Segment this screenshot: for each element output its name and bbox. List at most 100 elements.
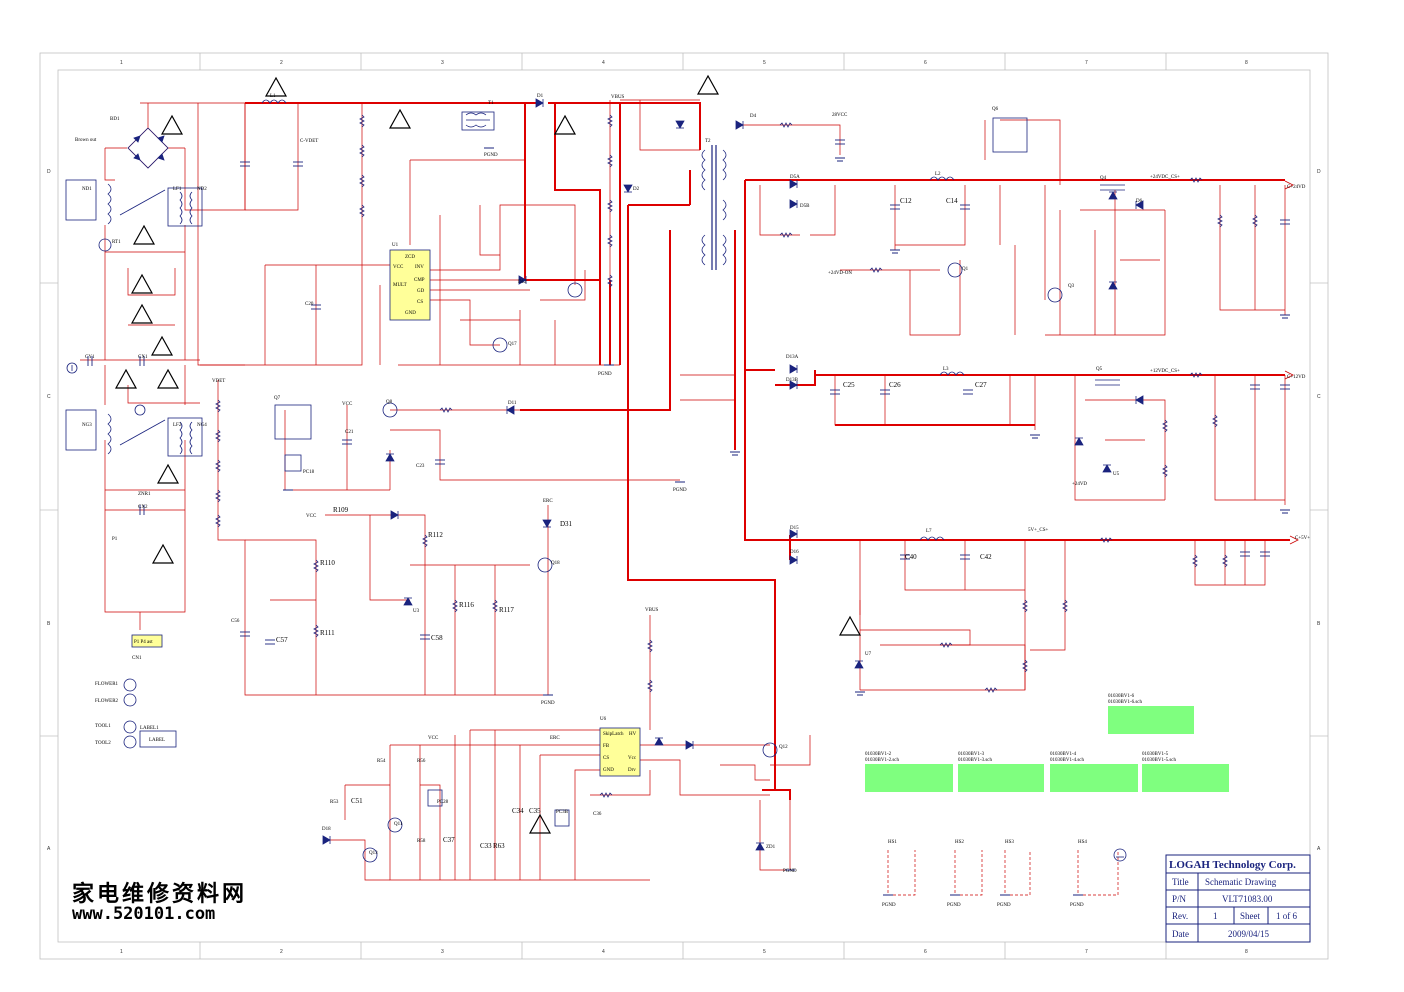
label-f1: P1 (112, 537, 118, 542)
warning-icon (130, 273, 154, 294)
label-erc-bottom: ERC (550, 736, 560, 741)
sub-sheet-3[interactable] (958, 764, 1044, 792)
label-u1-vcc: VCC (393, 265, 404, 270)
title-block-date-label: Date (1172, 929, 1189, 939)
warning-icon (114, 368, 138, 389)
warning-icon (553, 114, 577, 135)
title-block-company: LOGAH Technology Corp. (1169, 859, 1296, 871)
label-u6-hv: HV (629, 732, 637, 737)
label-pc3b: PC3B (556, 810, 569, 815)
sub-sheet-6-file: 01030BV1-6.sch (1108, 700, 1143, 705)
grid-row-d-right: D (1317, 169, 1321, 175)
label-zd1: ZD1 (766, 845, 776, 850)
label-c51: C51 (351, 797, 363, 805)
label-label1: LABEL1 (140, 726, 159, 731)
sub-sheet-5-file: 01030BV1-5.sch (1142, 758, 1177, 763)
sub-sheet-2[interactable] (865, 764, 953, 792)
label-znr: ZNR1 (138, 492, 151, 497)
label-c12vd: C+12VD (1287, 375, 1306, 380)
label-ntc: RT1 (112, 240, 121, 245)
label-cy1: CY1 (85, 355, 95, 360)
watermark-url: www.520101.com (72, 904, 216, 924)
label-c56: C56 (231, 619, 240, 624)
label-u3: U3 (413, 609, 420, 614)
grid-col-6-top: 6 (924, 60, 927, 66)
label-d16: D16 (790, 550, 799, 555)
warning-icon (150, 335, 174, 356)
sub-sheet-5[interactable] (1142, 764, 1229, 792)
label-hs2: HS2 (955, 840, 964, 845)
label-l3: L3 (943, 367, 949, 372)
label-q1: Q1 (962, 267, 969, 272)
grid-row-b-left: B (47, 621, 51, 627)
grid-col-2-bottom: 2 (280, 949, 283, 955)
label-vdet-left: VDET (212, 379, 225, 384)
label-r116: R116 (459, 601, 474, 609)
label-c40: C40 (905, 553, 917, 561)
label-pgnd-bottom: PGND (783, 869, 797, 874)
ic-u6 (599, 727, 641, 777)
label-d5a: D5A (790, 175, 800, 180)
label-ng4: NG4 (197, 423, 207, 428)
warning-icon (388, 108, 412, 129)
label-l7: L7 (926, 529, 932, 534)
grid-row-a-right: A (1317, 846, 1321, 852)
sub-sheet-4-name: 01030BV1-4 (1050, 752, 1077, 757)
transistor-set (362, 184, 1125, 863)
choke-ng3 (65, 409, 166, 455)
title-block-sheet-label: Sheet (1240, 911, 1260, 921)
label-u1-cmp: CMP (414, 278, 425, 283)
label-d4: D4 (750, 114, 757, 119)
grid-col-3-bottom: 3 (441, 949, 444, 955)
inductor-set (261, 99, 965, 541)
grid-column-labels: 1 2 3 4 5 6 7 8 1 2 3 4 5 6 7 8 (120, 60, 1248, 955)
sub-sheet-blocks: 01030BV1-6 01030BV1-6.sch 01030BV1-2 010… (865, 694, 1229, 792)
label-vcc-bottom: VCC (428, 736, 439, 741)
label-brown-out: Brown out (75, 138, 97, 143)
label-d15: D15 (790, 526, 799, 531)
output-ports (1284, 180, 1299, 545)
label-q5: Q5 (1096, 367, 1103, 372)
label-vbus-bottom: VBUS (645, 608, 659, 613)
watermark-chinese: 家电维修资料网 (72, 881, 248, 907)
title-block (1165, 854, 1311, 943)
component-labels: BD1 Brown out ND1 LF1 ND2 RT1 CY1 CX1 NG… (75, 94, 1310, 908)
title-block-title-value: Schematic Drawing (1205, 877, 1277, 887)
grid-row-c-left: C (47, 394, 51, 400)
label-tool2: TOOL2 (95, 741, 111, 746)
label-pc28: PC28 (437, 800, 449, 805)
mosfet-q6-box (992, 117, 1028, 153)
label-lf2: LF2 (173, 423, 182, 428)
warning-icon (156, 463, 180, 484)
label-cx1: CX1 (138, 355, 148, 360)
label-bd1: BD1 (110, 117, 120, 122)
label-c57: C57 (276, 636, 288, 644)
label-q17: Q17 (508, 342, 517, 347)
label-lf1: LF1 (173, 187, 182, 192)
ground-symbols (66, 362, 1127, 862)
sub-sheet-2-file: 01030BV1-2.sch (865, 758, 900, 763)
sub-sheet-6[interactable] (1108, 706, 1194, 734)
label-pgnd-hs2: PGND (947, 903, 961, 908)
label-c24vd: C+24VD (1287, 185, 1306, 190)
label-q4: Q4 (1100, 176, 1107, 181)
title-block-rev-value: 1 (1213, 911, 1218, 921)
bridge-rectifier-bd1 (127, 127, 169, 169)
label-c14: C14 (946, 197, 958, 205)
label-pgnd-t1: PGND (484, 153, 498, 158)
sub-sheet-4[interactable] (1050, 764, 1138, 792)
label-q7: Q7 (274, 396, 281, 401)
label-l2: L2 (935, 172, 941, 177)
warning-icon (160, 114, 184, 135)
line-filter-lf2 (167, 417, 203, 457)
label-u6-vcc: Vcc (628, 756, 637, 761)
label-c12: C12 (900, 197, 912, 205)
grid-col-5-top: 5 (763, 60, 766, 66)
label-box (139, 730, 177, 748)
grid-col-8-bottom: 8 (1245, 949, 1248, 955)
label-pgnd-pfc: PGND (598, 372, 612, 377)
label-r112: R112 (428, 531, 443, 539)
grid-col-4-bottom: 4 (602, 949, 605, 955)
title-block-title-label: Title (1172, 877, 1189, 887)
